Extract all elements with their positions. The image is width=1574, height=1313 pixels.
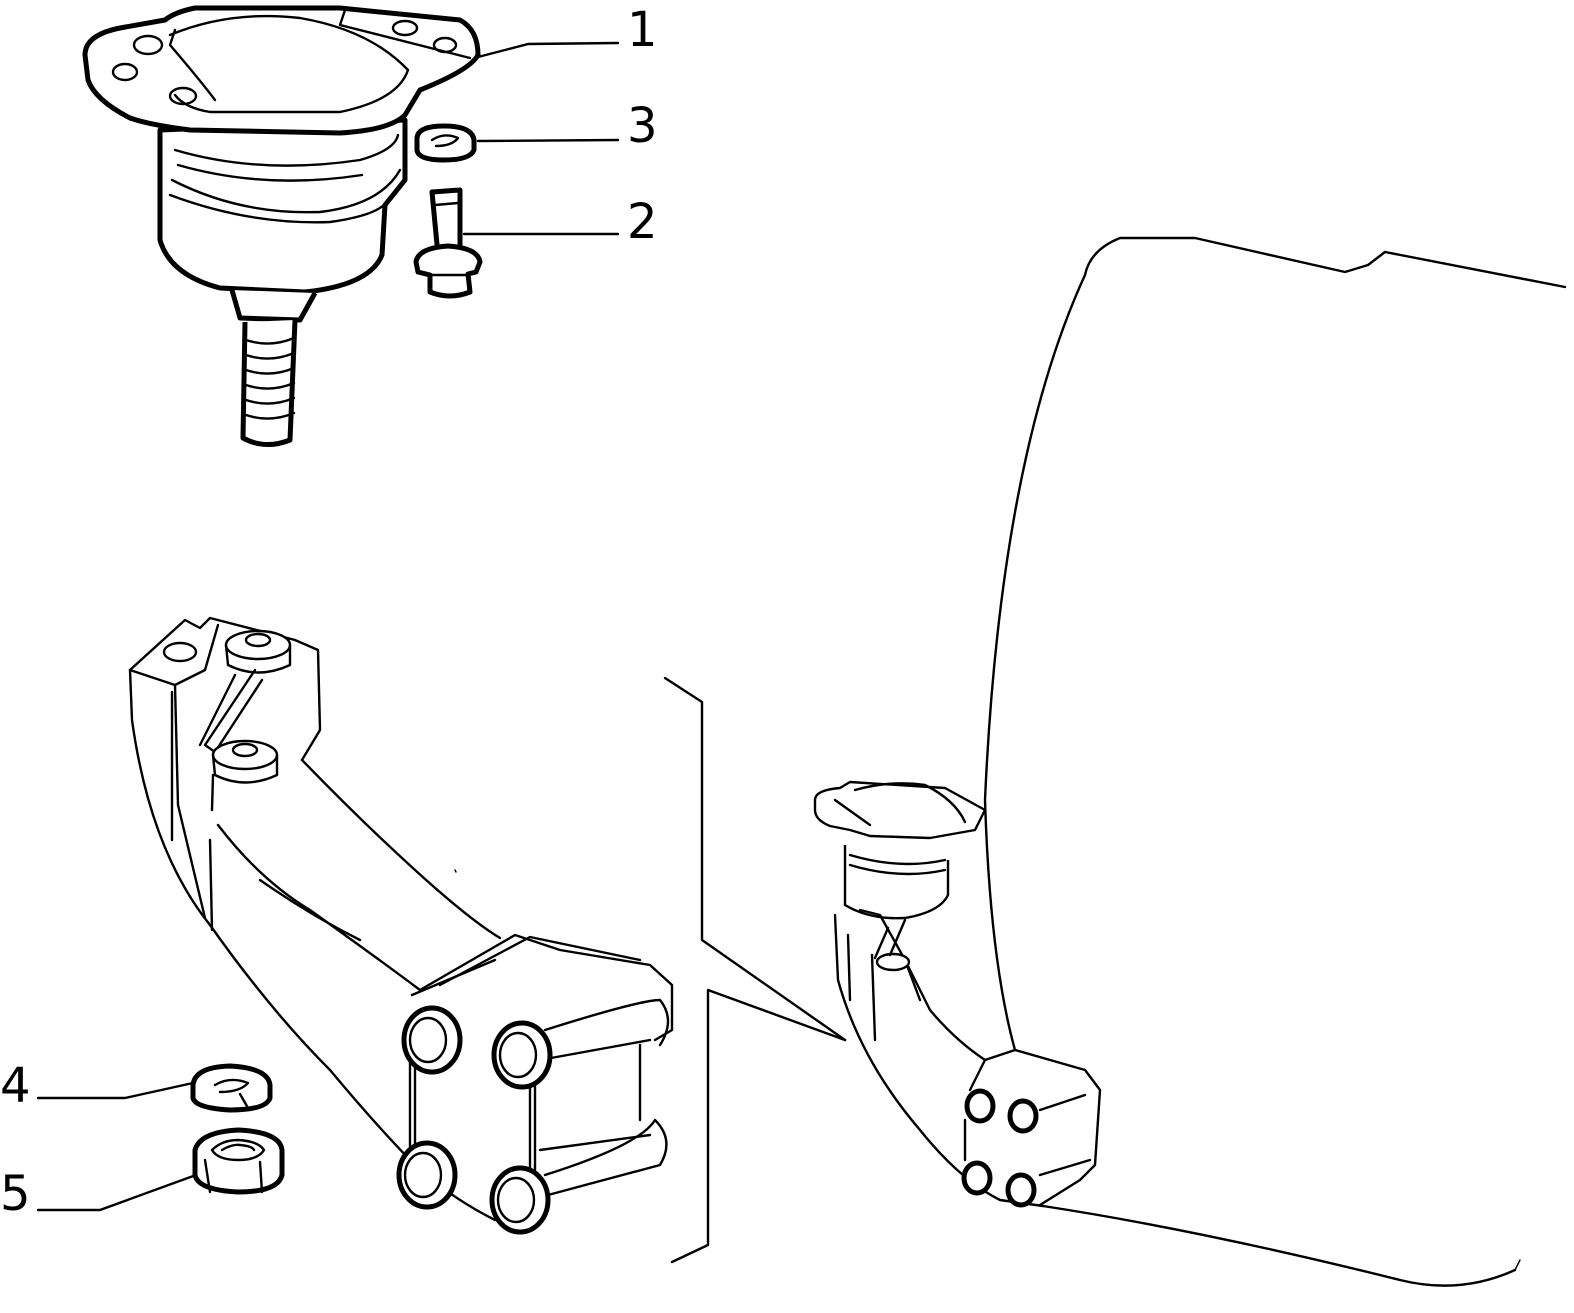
leader-3 (476, 138, 620, 143)
flange-bolt-part (413, 187, 483, 299)
callout-4: 4 (0, 1058, 31, 1114)
leader-lines (36, 41, 620, 1212)
lower-arm-part (128, 616, 674, 1235)
callout-2: 2 (627, 194, 658, 250)
callout-3: 3 (627, 98, 658, 154)
leader-4 (36, 1081, 195, 1100)
leader-1 (476, 41, 620, 59)
detail-bracket (663, 676, 847, 1264)
washer-part (414, 123, 477, 163)
hex-nut-part (192, 1127, 285, 1195)
assembly-view (813, 236, 1567, 1287)
ball-joint-part (82, 5, 481, 447)
callout-1: 1 (627, 2, 658, 58)
leader-5 (36, 1173, 198, 1212)
callout-5: 5 (0, 1166, 31, 1222)
lock-washer-part (190, 1063, 273, 1113)
